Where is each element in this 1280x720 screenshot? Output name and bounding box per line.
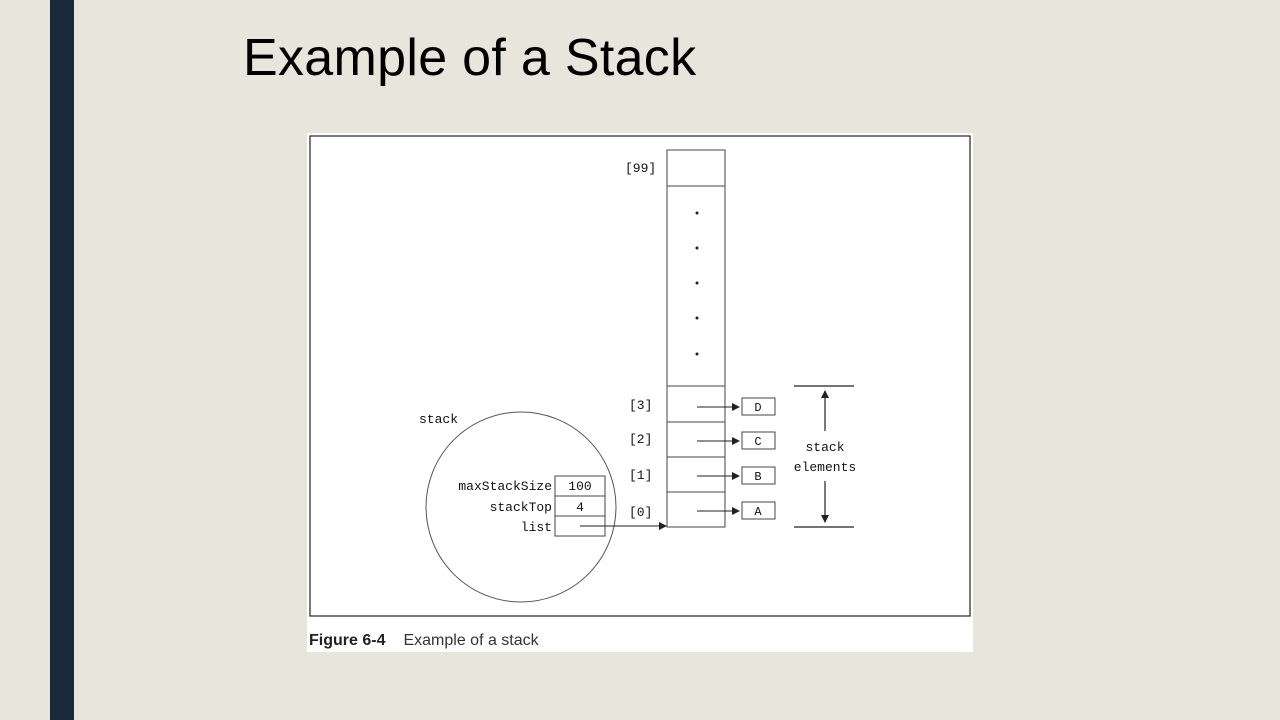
- stack-diagram: [99] [3] [2] [1] [0] D C B A: [309, 135, 971, 617]
- bracket-label-line2: elements: [794, 460, 856, 475]
- figure-panel: [99] [3] [2] [1] [0] D C B A: [307, 133, 973, 652]
- element-label-d: D: [754, 401, 761, 415]
- element-box-d: [741, 397, 776, 416]
- element-boxes: [741, 397, 776, 520]
- array-cell-3: [666, 385, 726, 423]
- element-box-a: [741, 501, 776, 520]
- stack-top-label: stackTop: [490, 500, 552, 515]
- element-pointers: [697, 403, 740, 515]
- figure-frame: [309, 135, 971, 617]
- array-cell-99: [666, 149, 726, 187]
- stack-object-circle: [425, 411, 617, 603]
- ellipsis-dot: [695, 281, 699, 285]
- ellipsis-dot: [695, 352, 699, 356]
- bracket-label-line1: stack: [805, 440, 844, 455]
- element-label-c: C: [754, 435, 761, 449]
- element-label-b: B: [754, 470, 761, 484]
- index-label-1: [1]: [629, 468, 652, 483]
- array-cell-0: [666, 491, 726, 528]
- element-box-c: [741, 431, 776, 450]
- list-label: list: [521, 520, 552, 535]
- stack-object-label: stack: [419, 412, 458, 427]
- accent-bar: [50, 0, 74, 720]
- stack-elements-bracket: [794, 385, 854, 528]
- array-cell-2: [666, 421, 726, 458]
- figure-caption: Figure 6-4 Example of a stack: [309, 632, 539, 650]
- ellipsis-dots: [695, 211, 699, 356]
- index-label-99: [99]: [625, 161, 656, 176]
- index-label-0: [0]: [629, 505, 652, 520]
- element-box-b: [741, 466, 776, 485]
- ellipsis-dot: [695, 246, 699, 250]
- slide-title: Example of a Stack: [243, 29, 697, 87]
- figure-caption-label: Figure 6-4: [309, 632, 386, 649]
- ellipsis-dot: [695, 316, 699, 320]
- max-stack-size-value: 100: [568, 479, 591, 494]
- index-label-3: [3]: [629, 398, 652, 413]
- array-cell-1: [666, 456, 726, 493]
- max-stack-size-label: maxStackSize: [458, 479, 552, 494]
- ellipsis-dot: [695, 211, 699, 215]
- figure-caption-text: Example of a stack: [403, 632, 539, 649]
- index-label-2: [2]: [629, 432, 652, 447]
- stack-top-value: 4: [576, 500, 584, 515]
- element-label-a: A: [754, 505, 762, 519]
- array-column: [666, 149, 726, 528]
